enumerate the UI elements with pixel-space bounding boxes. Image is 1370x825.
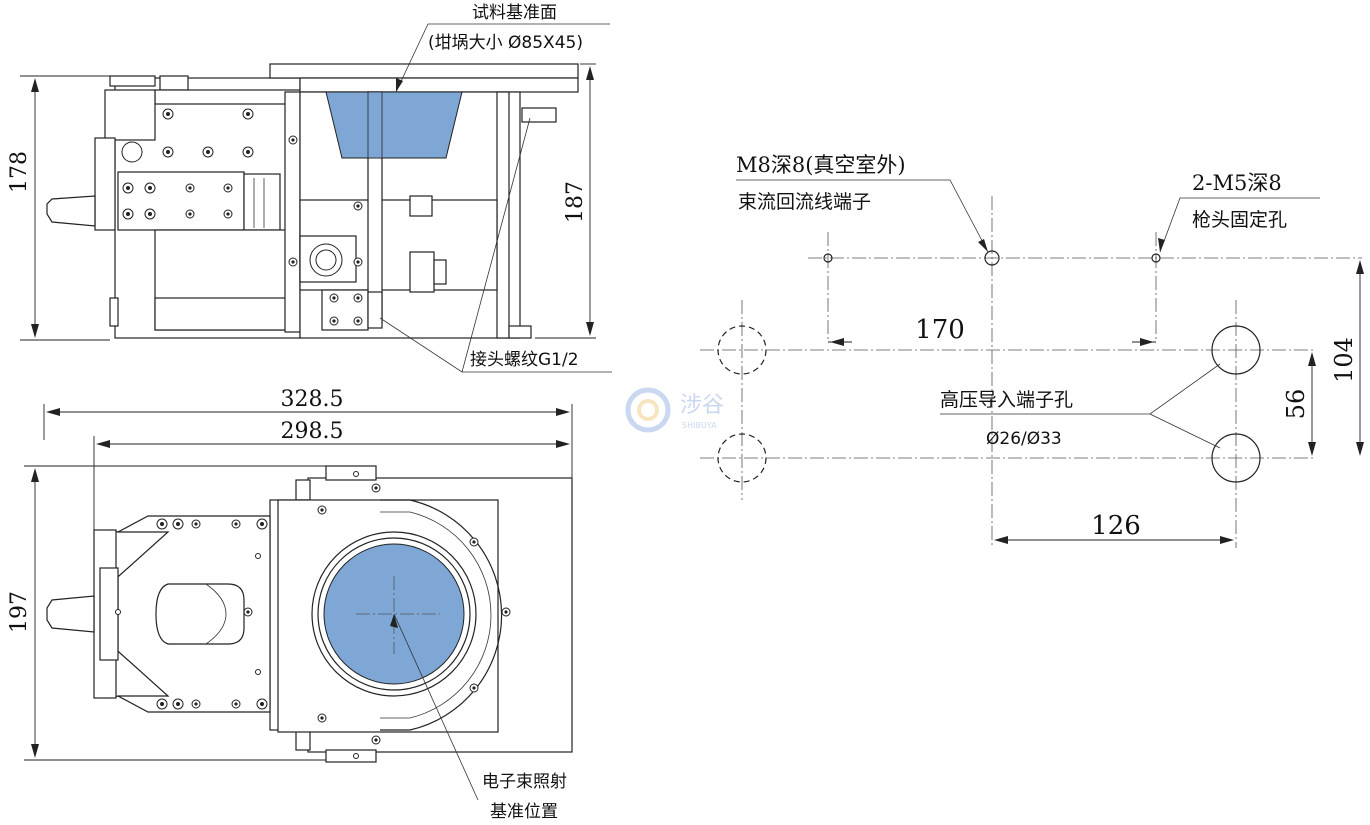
side-view-bolts	[122, 108, 363, 326]
label-m8-2: 束流回流线端子	[738, 191, 871, 213]
dim-187: 187	[563, 181, 588, 223]
side-view: 178	[7, 3, 612, 373]
dim-328-5: 328.5	[281, 387, 344, 412]
label-m5-1: 2-M5深8	[1192, 171, 1282, 195]
label-connector-thread: 接头螺纹G1/2	[470, 350, 579, 370]
dim-104: 104	[1330, 337, 1358, 383]
dim-197: 197	[7, 591, 32, 633]
label-hv-1: 高压导入端子孔	[940, 389, 1073, 411]
dim-170: 170	[915, 315, 965, 345]
watermark-logo: 涉谷 SHIBUYA	[625, 387, 724, 433]
label-sample-ref-2: (坩埚大小 Ø85X45)	[428, 33, 583, 53]
crucible	[325, 91, 463, 159]
watermark-cn: 涉谷	[680, 393, 724, 418]
label-hv-2: Ø26/Ø33	[986, 429, 1062, 449]
label-m8-1: M8深8(真空室外)	[736, 153, 906, 177]
label-ebeam-2: 基准位置	[490, 802, 558, 822]
label-m5-2: 枪头固定孔	[1192, 209, 1287, 231]
label-sample-ref-1: 试料基准面	[472, 3, 557, 23]
top-view: 328.5 298.5 197	[7, 387, 573, 822]
dim-298-5: 298.5	[281, 419, 344, 444]
dim-126: 126	[1091, 511, 1141, 541]
watermark-en: SHIBUYA	[682, 421, 717, 430]
dim-178: 178	[7, 151, 32, 193]
dim-56: 56	[1282, 389, 1310, 420]
top-view-bolts	[115, 471, 511, 759]
hole-pattern-view: 170 126 56 104 M8深8(真空室外) 束流回流线端子 2-M5深8…	[700, 153, 1364, 548]
label-ebeam-1: 电子束照射	[482, 772, 567, 792]
